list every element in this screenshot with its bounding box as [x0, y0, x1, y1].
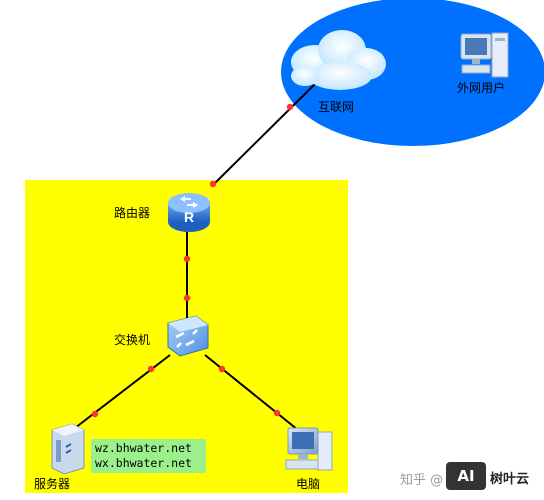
- server-label: 服务器: [34, 477, 71, 491]
- router-label: 路由器: [114, 206, 151, 220]
- port-dot: [218, 365, 226, 373]
- port-dot: [273, 409, 281, 417]
- domain-item: wz.bhwater.net: [95, 441, 192, 455]
- port-dots: [91, 103, 294, 418]
- watermark-brand: 树叶云: [490, 472, 530, 487]
- pc-label: 电脑: [296, 477, 321, 491]
- external-user-pc-icon: [460, 32, 509, 78]
- switch-icon: [167, 315, 209, 357]
- port-dot: [286, 103, 294, 111]
- domain-list: wz.bhwater.net wx.bhwater.net: [91, 439, 206, 473]
- watermark: 知乎 @ AI 树叶云: [400, 460, 540, 494]
- link-router-internet: [212, 80, 319, 186]
- domain-item: wx.bhwater.net: [95, 456, 192, 470]
- cloud-icon: [291, 30, 386, 90]
- server-icon: [51, 423, 85, 475]
- external-user-label: 外网用户: [457, 81, 506, 95]
- internet-label: 互联网: [318, 100, 355, 114]
- port-dot: [91, 410, 99, 418]
- watermark-text: 知乎 @: [400, 473, 444, 488]
- link-switch-server: [74, 354, 171, 429]
- watermark-logo: AI: [446, 462, 486, 490]
- port-dot: [183, 294, 191, 302]
- pc-icon: [285, 427, 333, 471]
- port-dot: [209, 180, 217, 188]
- switch-label: 交换机: [114, 333, 151, 347]
- router-icon: R: [168, 193, 210, 232]
- svg-text:R: R: [184, 209, 194, 225]
- port-dot: [147, 365, 155, 373]
- port-dot: [183, 255, 191, 263]
